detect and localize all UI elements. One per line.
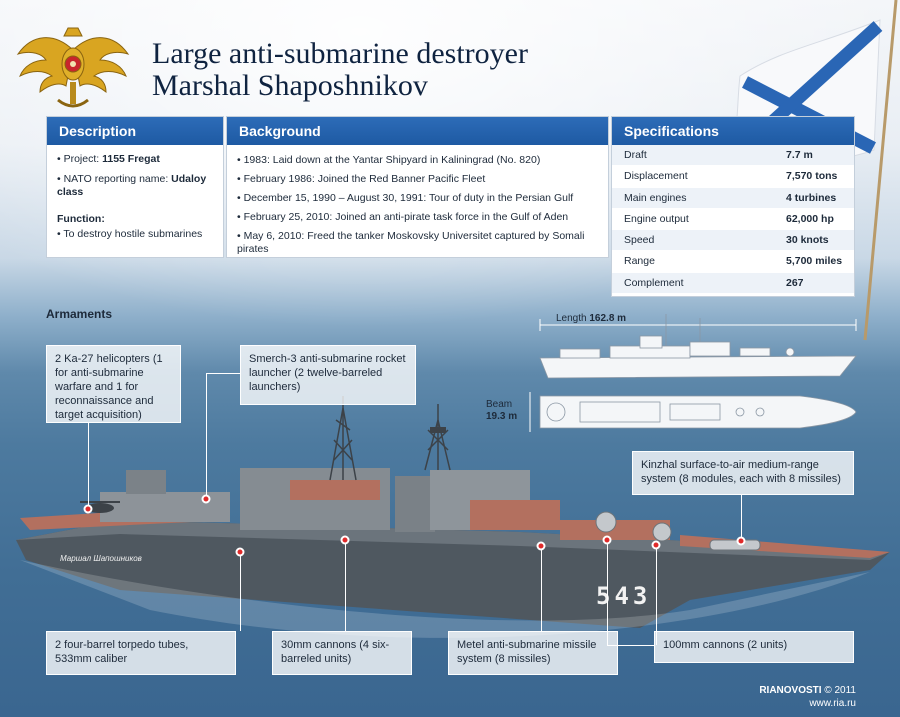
ship-name-on-hull: Маршал Шапошников [60,554,142,563]
leader-line [741,495,742,541]
helicopter [80,501,120,513]
mast-structures [329,396,451,481]
project-label: Project: [63,153,103,165]
callout-kinzhal: Kinzhal surface-to-air medium-range syst… [632,451,854,495]
project-value: 1155 Fregat [102,153,160,165]
wake [20,560,870,638]
top-profile-drawing [539,395,857,429]
title-line-1: Large anti-submarine destroyer [152,37,528,70]
callout-helicopters: 2 Ka-27 helicopters (1 for anti-submarin… [46,345,181,423]
project-line: • Project: 1155 Fregat [57,153,160,165]
length-dimension [539,319,857,331]
specifications-heading: Specifications [612,117,854,145]
leader-line [345,540,346,631]
background-item: • February 1986: Joined the Red Banner P… [237,173,486,185]
leader-line [607,645,654,646]
leader-line [656,545,657,645]
marker-metel [536,541,546,551]
background-item: • 1983: Laid down at the Yantar Shipyard… [237,154,541,166]
leader-line [88,423,89,509]
function-line: • To destroy hostile submarines [57,228,203,240]
background-item: • December 15, 1990 – August 30, 1991: T… [237,192,574,204]
navy-emblem-icon [16,27,130,108]
marker-cannons30 [340,535,350,545]
background-panel: Background • 1983: Laid down at the Yant… [226,116,609,258]
leader-line [541,546,542,631]
marker-torpedo [235,547,245,557]
credit-brand: RIANOVOSTI [759,685,822,696]
description-heading: Description [47,117,223,145]
background-heading: Background [227,117,608,145]
callout-smerch: Smerch-3 anti-submarine rocket launcher … [240,345,416,405]
side-profile-drawing [539,314,857,379]
credit: RIANOVOSTI © 2011 www.ria.ru [759,684,856,710]
leader-line [607,540,608,645]
nato-value: Udaloy class [57,173,207,198]
nato-label: NATO reporting name: [63,173,172,185]
hull-number: 543 [596,582,652,610]
leader-line [206,373,207,499]
marker-kinzhal [736,536,746,546]
function-label-line: Function: [57,213,213,226]
description-body: • Project: 1155 Fregat • NATO reporting … [47,145,223,256]
armaments-heading: Armaments [46,307,113,321]
leader-line [240,552,241,631]
callout-torpedo: 2 four-barrel torpedo tubes, 533mm calib… [46,631,236,675]
marker-smerch [201,494,211,504]
description-panel: Description • Project: 1155 Fregat • NAT… [46,116,224,258]
length-label: Length 162.8 m [556,313,627,324]
page-title: Large anti-submarine destroyer Marshal S… [152,38,528,102]
beam-label: Beam 19.3 m [486,399,518,422]
nato-line: • NATO reporting name: Udaloy class [57,173,207,198]
credit-site: www.ria.ru [809,698,856,709]
background-item: • May 6, 2010: Freed the tanker Moskovsk… [237,230,585,255]
background-item: • February 25, 2010: Joined an anti-pira… [237,211,569,223]
title-line-2: Marshal Shaposhnikov [152,69,428,102]
marker-cannons100-a [602,535,612,545]
leader-line [206,373,240,374]
marker-helicopters [83,504,93,514]
callout-cannons30: 30mm cannons (4 six-barreled units) [272,631,412,675]
destroyer-hull [16,468,890,628]
callout-metel: Metel anti-submarine missile system (8 m… [448,631,618,675]
credit-year: © 2011 [824,685,856,696]
function-label: Function: [57,213,105,225]
background-body: • 1983: Laid down at the Yantar Shipyard… [227,145,608,264]
marker-cannons100-b [651,540,661,550]
deck-turrets [595,511,761,551]
function-value: To destroy hostile submarines [63,228,203,240]
callout-cannons100: 100mm cannons (2 units) [654,631,854,663]
